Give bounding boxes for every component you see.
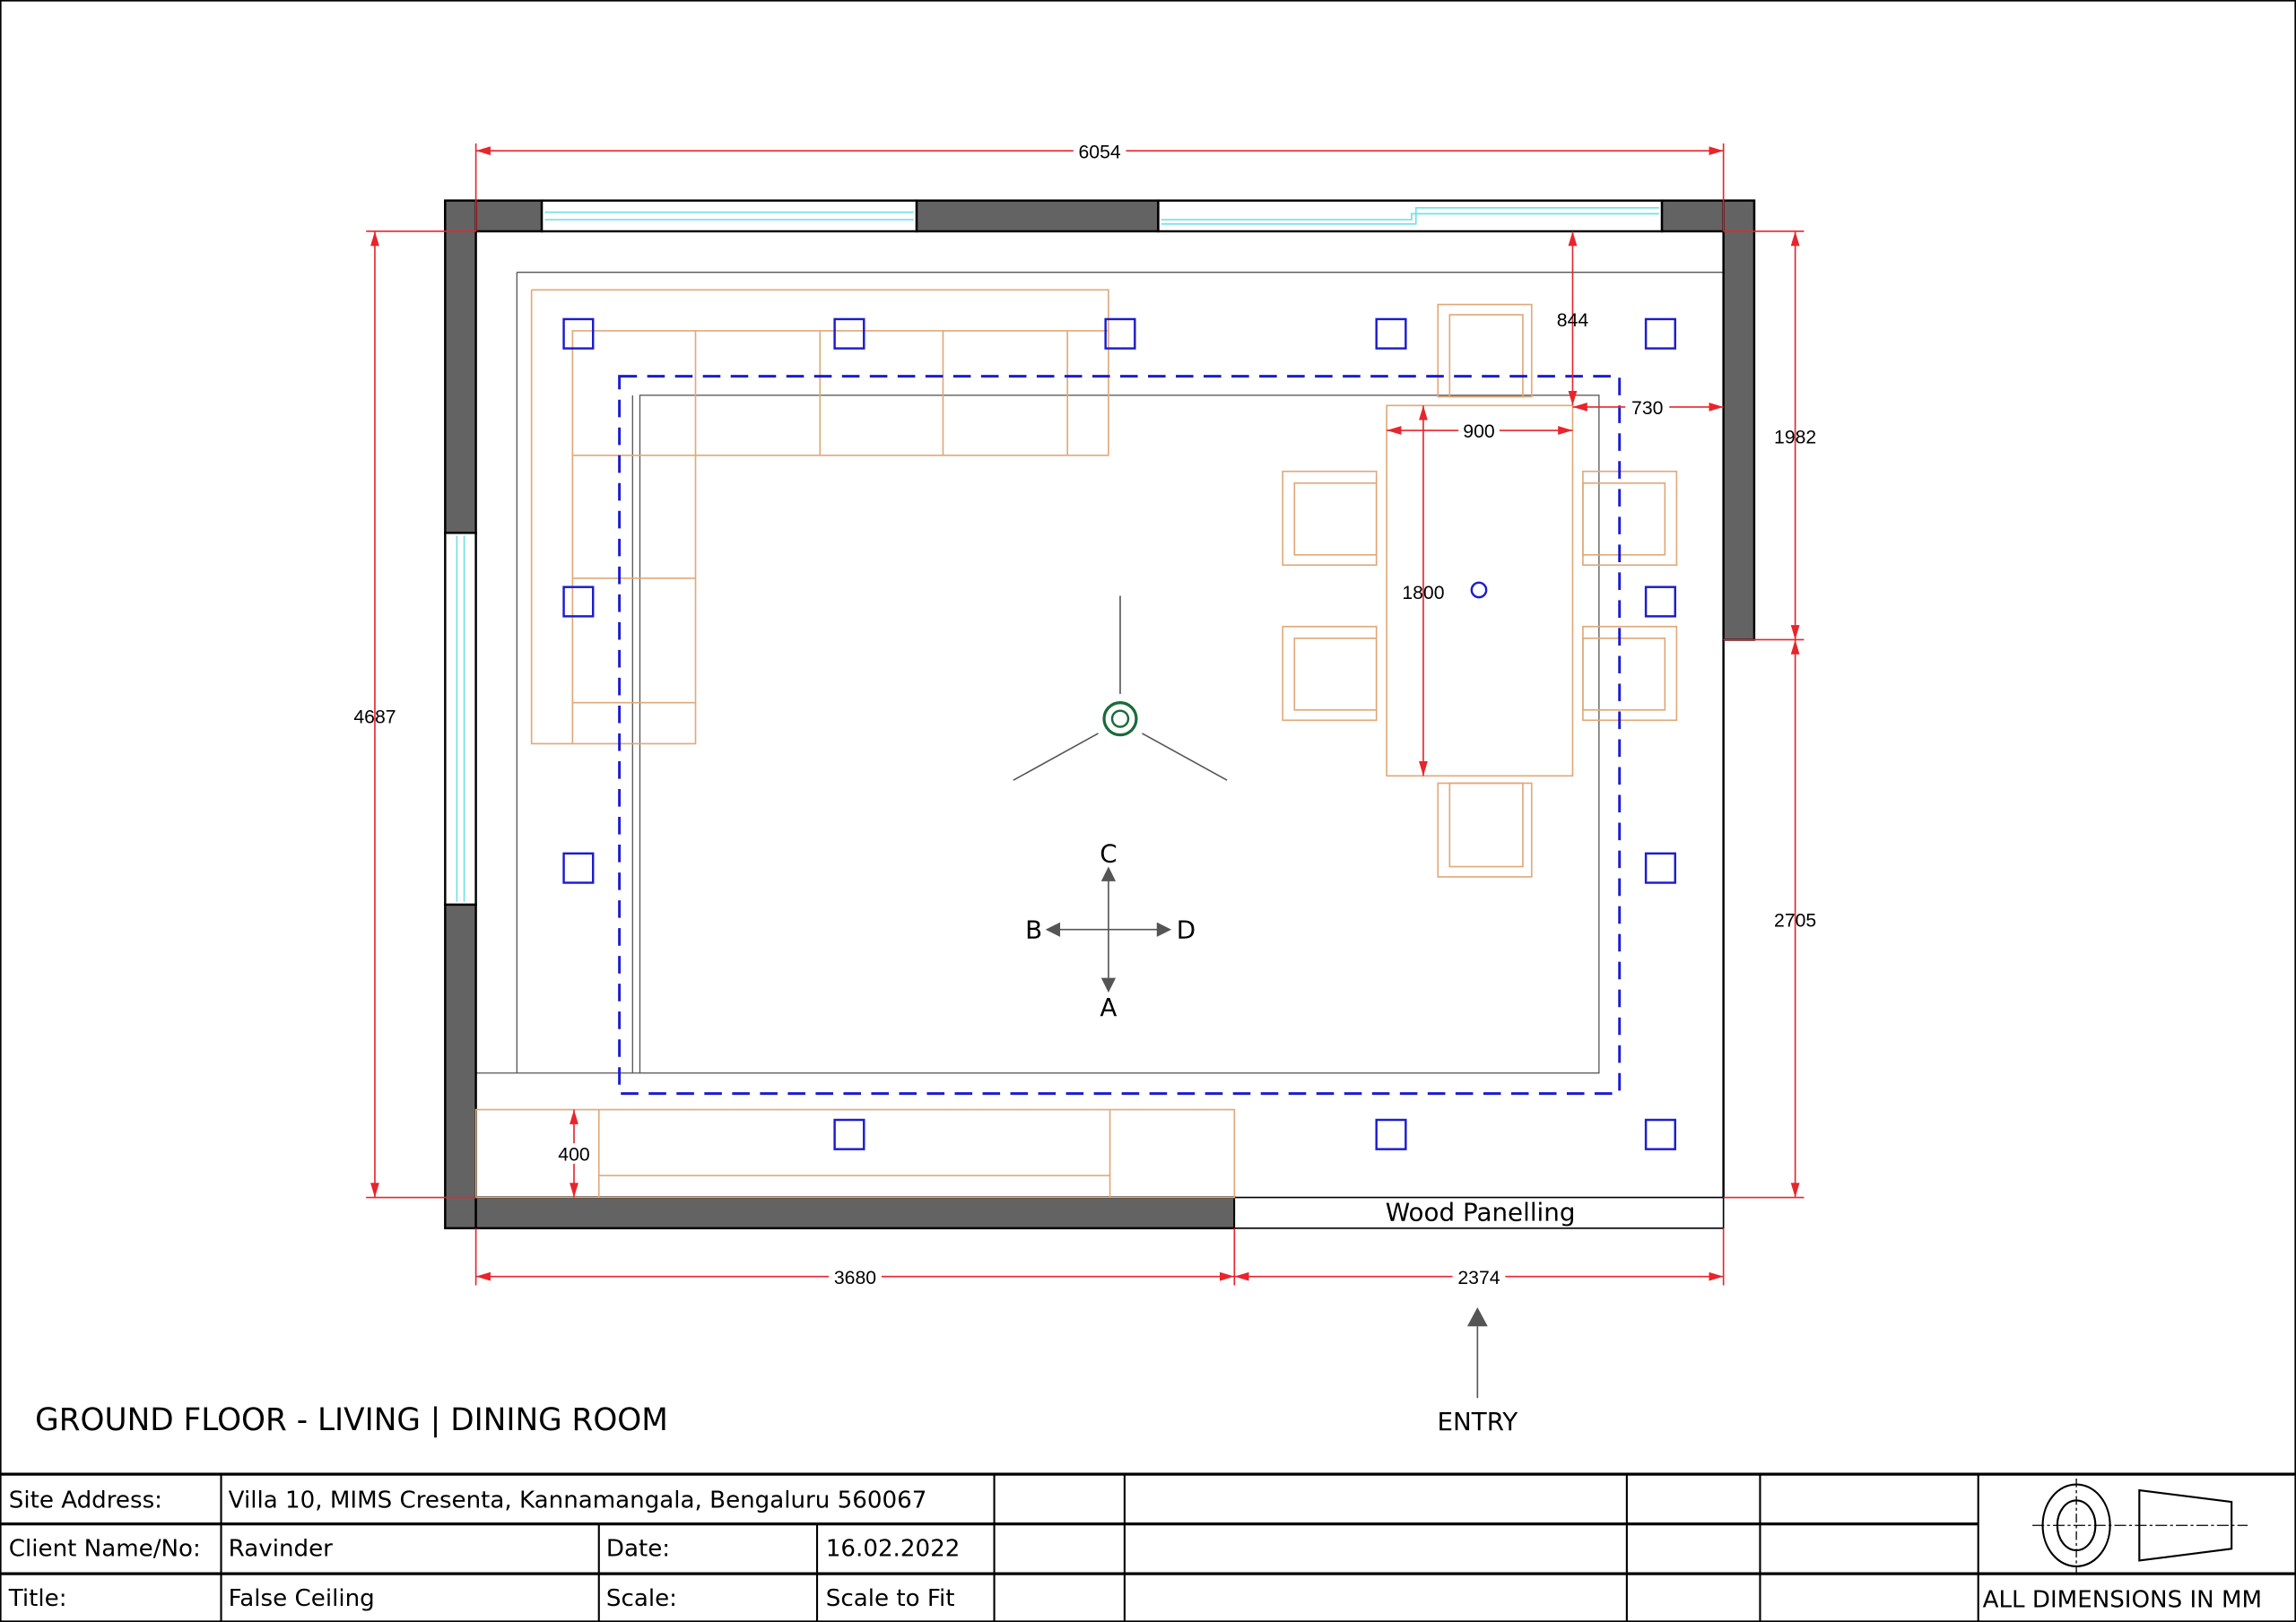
- walls: [444, 199, 1756, 1230]
- tv-unit: [474, 1108, 1236, 1199]
- downlight-icon: [1375, 1118, 1407, 1150]
- pendant-light-icon: [1470, 581, 1488, 599]
- dimension-labels: 6054 4687 1982 2705 3680 2374 844 730 90…: [353, 140, 1816, 1288]
- title-block: Site Address: Villa 10, MIMS Cresenta, K…: [0, 1472, 2296, 1622]
- dim-730: 730: [1631, 398, 1663, 419]
- date-label: Date:: [606, 1536, 670, 1563]
- title-label: Title:: [8, 1585, 67, 1612]
- wood-panelling-label: Wood Panelling: [1386, 1198, 1576, 1227]
- sofa: [530, 289, 1109, 745]
- ceiling-lights: [562, 317, 1676, 1150]
- downlight-icon: [562, 852, 595, 884]
- dim-2705: 2705: [1774, 910, 1816, 931]
- units-note: ALL DIMENSIONS IN MM: [1983, 1587, 2262, 1614]
- downlight-icon: [562, 317, 595, 350]
- compass-label-d: D: [1177, 915, 1196, 945]
- window-top-left: [540, 199, 918, 233]
- dim-6054: 6054: [1079, 142, 1121, 162]
- scale-label: Scale:: [606, 1585, 677, 1612]
- entry-label: ENTRY: [1437, 1407, 1518, 1436]
- cove-light-line: [618, 375, 1622, 1096]
- site-address-value: Villa 10, MIMS Cresenta, Kannamangala, B…: [229, 1488, 927, 1514]
- downlight-icon: [1644, 585, 1676, 618]
- compass-label-b: B: [1025, 915, 1042, 945]
- date-value: 16.02.2022: [826, 1536, 961, 1563]
- compass-label-a: A: [1100, 993, 1117, 1022]
- site-address-label: Site Address:: [9, 1488, 162, 1514]
- downlight-icon: [1375, 317, 1407, 350]
- entry-marker: ENTRY: [1437, 1306, 1518, 1436]
- wood-panelling: [1233, 1196, 1725, 1229]
- scale-value: Scale to Fit: [826, 1585, 955, 1612]
- client-value: Ravinder: [229, 1536, 333, 1563]
- drawing-title: GROUND FLOOR - LIVING | DINING ROOM: [35, 1402, 668, 1438]
- downlight-icon: [1644, 1118, 1676, 1150]
- window-top-right: [1157, 199, 1664, 233]
- third-angle-projection-icon: [2032, 1478, 2248, 1573]
- dining-set: [1282, 303, 1678, 878]
- downlight-icon: [562, 585, 595, 618]
- direction-compass: C B D A: [1025, 839, 1196, 1022]
- entry-arrow-icon: [1466, 1306, 1488, 1327]
- ceiling-outlines: [475, 272, 1724, 1074]
- dim-3680: 3680: [834, 1268, 876, 1288]
- dim-4687: 4687: [353, 707, 396, 728]
- downlight-icon: [833, 317, 865, 350]
- window-left: [444, 532, 477, 906]
- title-value: False Ceiling: [229, 1585, 375, 1612]
- dim-1800: 1800: [1402, 583, 1444, 603]
- dim-900: 900: [1463, 421, 1494, 442]
- dim-400: 400: [558, 1145, 589, 1166]
- dim-844: 844: [1557, 310, 1589, 331]
- client-label: Client Name/No:: [9, 1536, 201, 1563]
- downlight-icon: [1104, 317, 1136, 350]
- downlight-icon: [1644, 317, 1676, 350]
- compass-label-c: C: [1100, 839, 1117, 869]
- ceiling-fan-icon: [1013, 595, 1228, 781]
- downlight-icon: [833, 1118, 865, 1150]
- dim-1982: 1982: [1774, 428, 1816, 448]
- dim-2374: 2374: [1457, 1268, 1500, 1288]
- downlight-icon: [1644, 852, 1676, 884]
- dining-table: [1386, 404, 1574, 777]
